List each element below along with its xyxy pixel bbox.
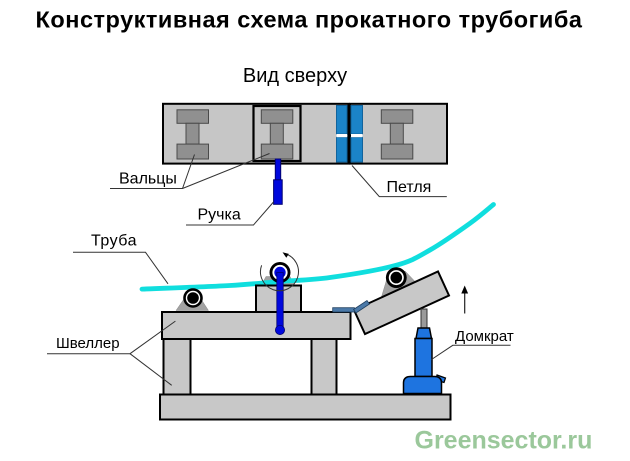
- svg-text:Вид сверху: Вид сверху: [243, 65, 347, 87]
- svg-text:Домкрат: Домкрат: [455, 328, 514, 345]
- svg-text:Конструктивная схема прокатног: Конструктивная схема прокатного трубогиб…: [36, 7, 583, 33]
- svg-text:Петля: Петля: [387, 179, 432, 196]
- svg-text:Труба: Труба: [91, 233, 137, 250]
- svg-text:Greensector.ru: Greensector.ru: [415, 427, 593, 455]
- svg-text:Вальцы: Вальцы: [119, 171, 177, 188]
- svg-text:Швеллер: Швеллер: [56, 335, 120, 352]
- svg-text:Ручка: Ручка: [198, 207, 241, 224]
